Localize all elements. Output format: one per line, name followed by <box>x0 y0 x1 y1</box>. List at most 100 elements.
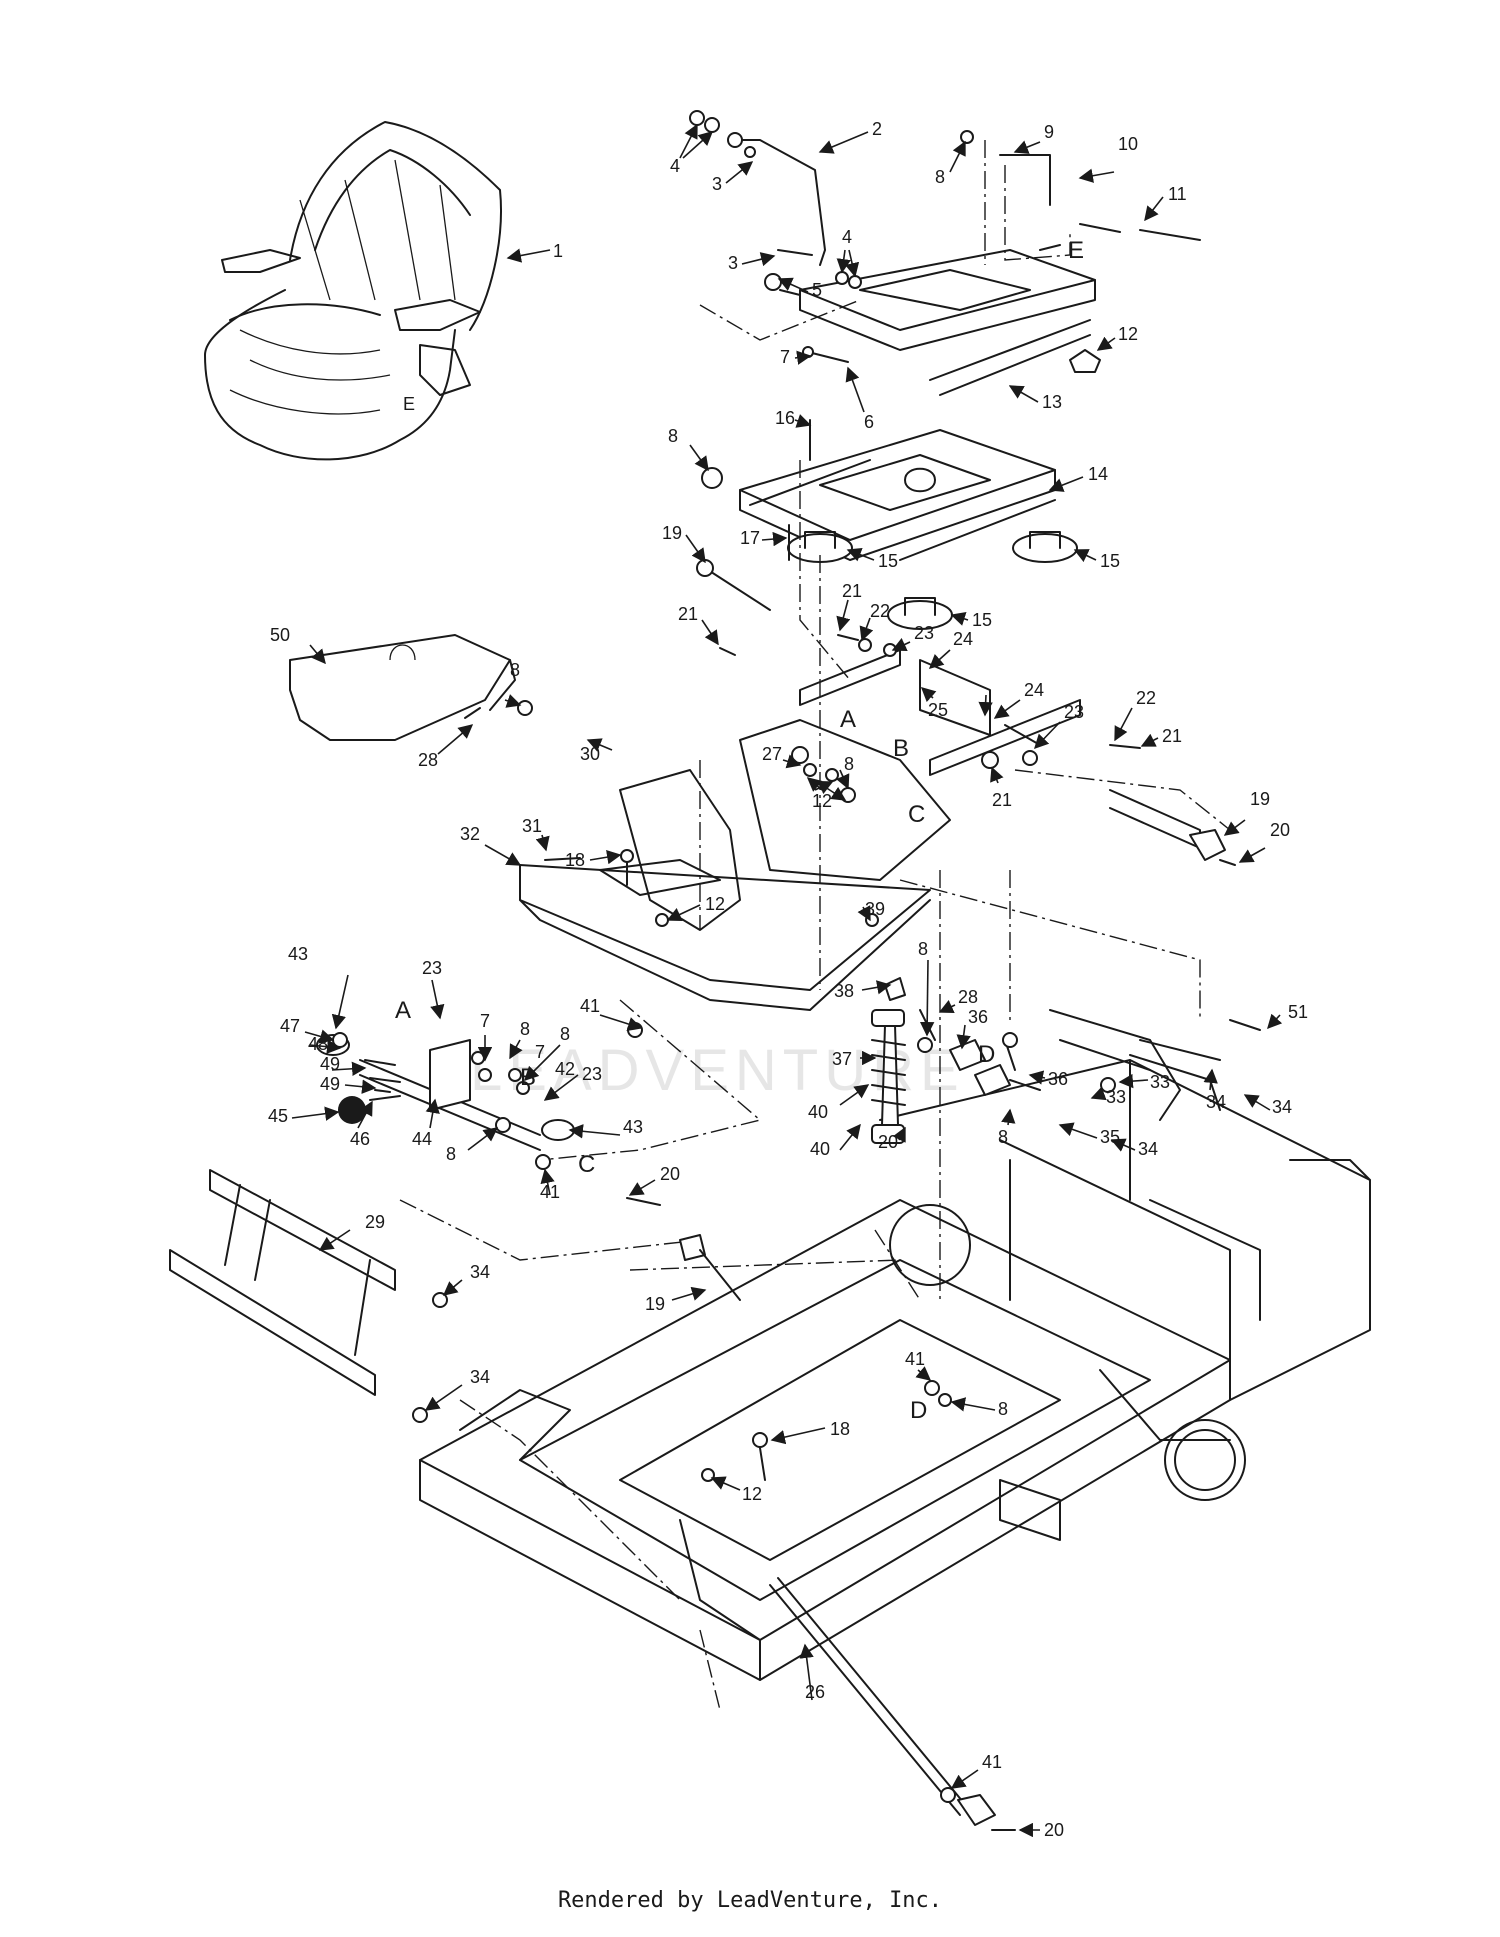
callout-24: 24 <box>1024 680 1044 700</box>
callout-44: 44 <box>412 1129 432 1149</box>
callout-50: 50 <box>270 625 290 645</box>
callout-8: 8 <box>935 167 945 187</box>
callout-34: 34 <box>1272 1097 1292 1117</box>
callout-23: 23 <box>914 623 934 643</box>
footrest-bar <box>169 1169 396 1396</box>
letter-C: C <box>908 801 925 828</box>
callout-51: 51 <box>1288 1002 1308 1022</box>
callout-7: 7 <box>480 1011 490 1031</box>
callout-5: 5 <box>812 280 822 300</box>
callout-8: 8 <box>918 939 928 959</box>
callout-8: 8 <box>510 660 520 680</box>
callout-4: 4 <box>670 156 680 176</box>
callout-21: 21 <box>678 604 698 624</box>
letter-A: A <box>395 997 411 1024</box>
callout-12: 12 <box>812 791 832 811</box>
callout-41: 41 <box>982 1752 1002 1772</box>
rear-bracket <box>1049 1009 1221 1121</box>
callout-4: 4 <box>842 227 852 247</box>
callout-17: 17 <box>740 528 760 548</box>
seat-part <box>204 121 502 461</box>
callout-43: 43 <box>623 1117 643 1137</box>
callout-34: 34 <box>1138 1139 1158 1159</box>
callout-14: 14 <box>1088 464 1108 484</box>
callout-E: E <box>403 394 415 414</box>
callout-34: 34 <box>1206 1092 1226 1112</box>
callout-22: 22 <box>870 601 890 621</box>
letter-D: D <box>910 1397 927 1424</box>
callout-21: 21 <box>992 790 1012 810</box>
callout-6: 6 <box>864 412 874 432</box>
callout-41: 41 <box>905 1349 925 1369</box>
callout-36: 36 <box>1048 1069 1068 1089</box>
cushion-plate <box>289 634 516 741</box>
callout-12: 12 <box>742 1484 762 1504</box>
shock-absorber <box>871 1009 906 1144</box>
callout-28: 28 <box>418 750 438 770</box>
callout-9: 9 <box>1044 122 1054 142</box>
callout-13: 13 <box>1042 392 1062 412</box>
callout-20: 20 <box>878 1132 898 1152</box>
callout-20: 20 <box>660 1164 680 1184</box>
seat-plate-assembly <box>779 244 1096 396</box>
callout-32: 32 <box>460 824 480 844</box>
callout-21: 21 <box>842 581 862 601</box>
callout-1: 1 <box>553 241 563 261</box>
callout-3: 3 <box>728 253 738 273</box>
callout-35: 35 <box>1100 1127 1120 1147</box>
callout-33: 33 <box>1106 1087 1126 1107</box>
callout-30: 30 <box>580 744 600 764</box>
callout-26: 26 <box>805 1682 825 1702</box>
callout-43: 43 <box>288 944 308 964</box>
callout-15: 15 <box>1100 551 1120 571</box>
callout-34: 34 <box>470 1367 490 1387</box>
callout-21: 21 <box>1162 726 1182 746</box>
callout-19: 19 <box>662 523 682 543</box>
callout-36: 36 <box>968 1007 988 1027</box>
callout-41: 41 <box>580 996 600 1016</box>
callout-10: 10 <box>1118 134 1138 154</box>
seat-pan <box>519 719 951 1011</box>
callout-numbers: 1 2 3 3 4 4 5 6 7 8 9 10 11 12 13 16 8 1… <box>268 119 1308 1840</box>
callout-7: 7 <box>535 1042 545 1062</box>
letter-B: B <box>520 1064 536 1091</box>
callout-29: 29 <box>365 1212 385 1232</box>
callout-31: 31 <box>522 816 542 836</box>
callout-19: 19 <box>645 1294 665 1314</box>
callout-15: 15 <box>972 610 992 630</box>
letter-C: C <box>578 1151 595 1178</box>
letter-B: B <box>893 735 909 762</box>
assembly-lines <box>399 140 1231 1711</box>
callout-49: 49 <box>320 1054 340 1074</box>
callout-46: 46 <box>350 1129 370 1149</box>
callout-3: 3 <box>712 174 722 194</box>
callout-48: 48 <box>308 1034 328 1054</box>
pivot-rod <box>769 1577 996 1826</box>
mower-chassis <box>419 1059 1371 1681</box>
callout-8: 8 <box>844 754 854 774</box>
callout-40: 40 <box>810 1139 830 1159</box>
callout-8: 8 <box>668 426 678 446</box>
callout-7: 7 <box>780 347 790 367</box>
callout-8: 8 <box>998 1127 1008 1147</box>
callout-11: 11 <box>1168 184 1187 204</box>
callout-8: 8 <box>520 1019 530 1039</box>
callout-leaders <box>291 123 1283 1838</box>
callout-33: 33 <box>1150 1072 1170 1092</box>
callout-23: 23 <box>422 958 442 978</box>
callout-42: 42 <box>555 1059 575 1079</box>
callout-49: 49 <box>320 1074 340 1094</box>
callout-20: 20 <box>1044 1820 1064 1840</box>
callout-23: 23 <box>582 1064 602 1084</box>
footer-credit: Rendered by LeadVenture, Inc. <box>557 1888 943 1913</box>
callout-15: 15 <box>878 551 898 571</box>
callout-40: 40 <box>808 1102 828 1122</box>
callout-23: 23 <box>1064 702 1084 722</box>
callout-8: 8 <box>998 1399 1008 1419</box>
callout-18: 18 <box>830 1419 850 1439</box>
callout-2: 2 <box>872 119 882 139</box>
callout-38: 38 <box>834 981 854 1001</box>
callout-34: 34 <box>470 1262 490 1282</box>
